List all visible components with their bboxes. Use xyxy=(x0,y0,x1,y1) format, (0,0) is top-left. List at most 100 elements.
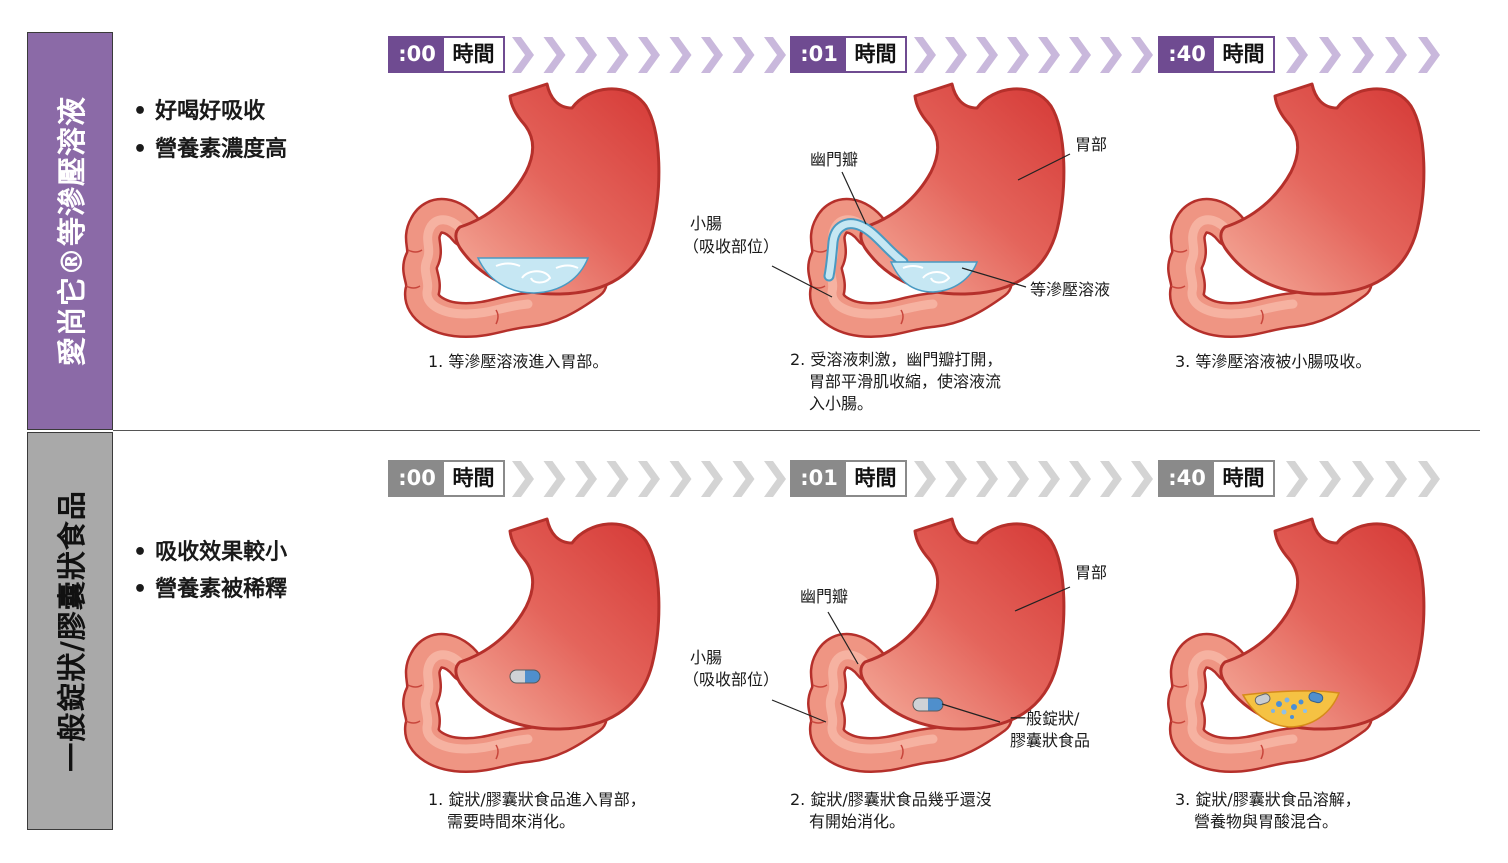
nutrient-particle xyxy=(1303,709,1307,713)
leader-lines xyxy=(771,153,1071,723)
timeline-chevron xyxy=(543,37,566,73)
timeline-chevron xyxy=(914,461,936,497)
caption-line: 有開始消化。 xyxy=(809,812,906,831)
time-unit: 時間 xyxy=(1222,42,1265,66)
time-unit: 時間 xyxy=(1222,466,1265,490)
timeline-chevron xyxy=(914,37,936,73)
capsule-fragment xyxy=(1254,693,1271,706)
solution-swirl xyxy=(495,262,521,267)
step-caption: 1. 等滲壓溶液進入胃部。 xyxy=(428,351,608,373)
stomach-illustration xyxy=(1171,84,1424,324)
timeline-chevron xyxy=(1069,37,1091,73)
timeline-chevron xyxy=(701,37,723,73)
nutrient-particle xyxy=(1291,704,1297,710)
caption-line: 胃部平滑肌收縮，使溶液流 xyxy=(809,372,1002,391)
solution-swirl xyxy=(521,270,552,284)
nutrient-particle xyxy=(1271,709,1275,713)
step-caption: 3. 錠狀/膠囊狀食品溶解， 營養物與胃酸混合。 xyxy=(1175,789,1361,833)
timeline-chevron xyxy=(1319,37,1341,73)
time-unit: 時間 xyxy=(854,466,897,490)
timeline-chevron xyxy=(1385,37,1407,73)
stomach-pointer xyxy=(1014,586,1071,612)
stomach-label: 胃部 xyxy=(1075,563,1108,582)
capsule-label: 膠囊狀食品 xyxy=(1010,731,1091,750)
time-label: :01 時間 xyxy=(790,460,907,497)
timeline-chevron xyxy=(1286,37,1308,73)
row-title: 愛尚它®等滲壓溶液 xyxy=(55,95,89,367)
time-value: :40 xyxy=(1160,38,1214,71)
timeline-chevron xyxy=(1418,461,1440,497)
timeline-chevron xyxy=(669,461,692,497)
benefit-bullet: 營養素濃度高 xyxy=(133,137,287,163)
stomach-pointer xyxy=(1017,153,1071,181)
caption-line: 3. 等滲壓溶液被小腸吸收。 xyxy=(1175,352,1372,371)
dissolved-capsule-mixture xyxy=(1241,690,1341,728)
time-label: :00 時間 xyxy=(388,460,505,497)
timeline-chevron xyxy=(606,461,629,497)
stomach-illustration xyxy=(406,519,659,759)
time-unit: 時間 xyxy=(452,42,495,66)
step-caption: 3. 等滲壓溶液被小腸吸收。 xyxy=(1175,351,1371,373)
timeline-chevron xyxy=(1131,37,1153,73)
absorption-site-label: （吸收部位） xyxy=(683,670,780,689)
step-caption: 1. 錠狀/膠囊狀食品進入胃部， 需要時間來消化。 xyxy=(428,789,646,833)
nutrient-particle xyxy=(1276,701,1282,707)
capsule xyxy=(509,669,541,684)
capsule xyxy=(912,697,944,712)
caption-line: 1. 錠狀/膠囊狀食品進入胃部， xyxy=(428,790,646,809)
timeline-chevron xyxy=(1352,37,1374,73)
pyloric-valve-label: 幽門瓣 xyxy=(810,150,859,169)
stomach-label: 胃部 xyxy=(1075,135,1108,154)
timeline-chevron xyxy=(575,461,597,497)
time-unit: 時間 xyxy=(452,466,495,490)
caption-line: 營養物與胃酸混合。 xyxy=(1194,812,1339,831)
timeline-chevron xyxy=(638,37,660,73)
timeline-chevron xyxy=(1286,461,1308,497)
caption-line: 1. 等滲壓溶液進入胃部。 xyxy=(428,352,609,371)
timeline-chevron xyxy=(764,461,786,497)
timeline-chevron xyxy=(1100,461,1122,497)
timeline-chevron xyxy=(1131,461,1153,497)
timeline-chevron xyxy=(1007,37,1029,73)
timeline-chevron xyxy=(764,37,786,73)
timeline-chevron xyxy=(1418,37,1440,73)
row-divider xyxy=(113,430,1480,431)
timeline-chevron xyxy=(1069,461,1091,497)
timeline-chevron xyxy=(1038,461,1060,497)
timeline-chevron xyxy=(1100,37,1122,73)
small-intestine-pointer xyxy=(771,699,827,723)
step-caption: 2. 錠狀/膠囊狀食品幾乎還沒 有開始消化。 xyxy=(790,789,992,833)
capsule-pointer xyxy=(941,703,1001,723)
timeline-chevron xyxy=(1007,461,1029,497)
small-intestine-label: 小腸 xyxy=(690,648,723,667)
time-value: :40 xyxy=(1160,462,1214,495)
caption-line: 3. 錠狀/膠囊狀食品溶解， xyxy=(1175,790,1361,809)
timeline-arrows xyxy=(512,37,1440,497)
drawback-bullet: 營養素被稀釋 xyxy=(133,577,287,603)
caption-line: 2. 受溶液刺激，幽門瓣打開， xyxy=(790,350,1003,369)
solution-swirl xyxy=(922,271,951,284)
solution-stream xyxy=(825,220,907,280)
pyloric-valve-label: 幽門瓣 xyxy=(800,587,849,606)
timeline-chevron xyxy=(976,461,998,497)
timeline-chevron xyxy=(606,37,629,73)
time-value: :00 xyxy=(390,462,444,495)
row-tab-tablet: 一般錠狀/膠囊狀食品 xyxy=(27,432,113,830)
timeline-chevron xyxy=(945,461,967,497)
isotonic-solution-flowing xyxy=(823,218,979,293)
capsule-label: 一般錠狀/ xyxy=(1010,709,1080,728)
timeline-chevron xyxy=(1319,461,1341,497)
step-caption: 2. 受溶液刺激，幽門瓣打開， 胃部平滑肌收縮，使溶液流 入小腸。 xyxy=(790,349,1002,415)
time-label: :00 時間 xyxy=(388,36,505,73)
benefit-bullet: 好喝好吸收 xyxy=(133,99,265,125)
time-label: :01 時間 xyxy=(790,36,907,73)
timeline-chevron xyxy=(512,461,534,497)
timeline-chevron xyxy=(732,461,755,497)
solution-swirl xyxy=(902,265,924,269)
absorption-site-label: （吸收部位） xyxy=(683,237,780,256)
timeline-chevron xyxy=(543,461,566,497)
caption-line: 需要時間來消化。 xyxy=(447,812,576,831)
time-value: :01 xyxy=(792,462,846,495)
